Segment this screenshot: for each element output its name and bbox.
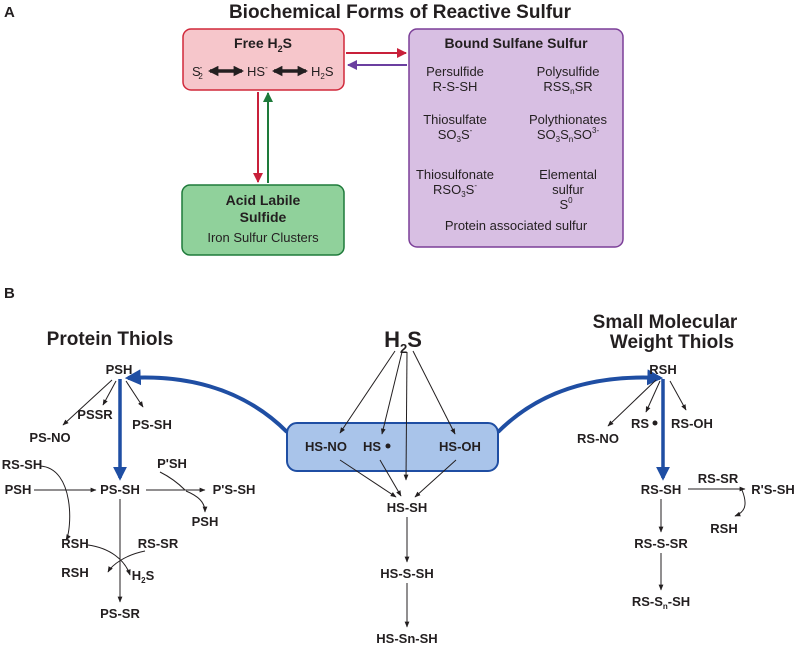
rsh-top: RSH (649, 362, 676, 377)
acid-labile-subtitle: Iron Sulfur Clusters (207, 230, 319, 245)
polythionates-name: Polythionates (529, 112, 608, 127)
h2s-species: H2S (311, 64, 334, 81)
hsno-to-hssh-arrow (339, 459, 397, 498)
small-mol-heading-2: Weight Thiols (610, 332, 734, 353)
h2s-intermediates-box (286, 422, 499, 472)
persulfide-formula: R-S-SH (433, 79, 478, 94)
polythionates-formula: SO3SnSO3- (537, 126, 600, 144)
rsh-2: RSH (61, 565, 88, 580)
small-mol-heading-1: Small Molecular (593, 312, 738, 333)
blue-arrow-to-protein (124, 369, 289, 434)
acid-labile-box (181, 184, 345, 256)
rsh-product-right: RSH (710, 521, 737, 536)
hs-no: HS-NO (305, 439, 347, 454)
h2s-to-hsno-arrow (339, 350, 396, 434)
h2s-heading: H2S (384, 327, 422, 356)
rs-oh: RS-OH (671, 416, 713, 431)
h2s-to-hssh-arrow (403, 351, 409, 481)
blue-arrow-to-small-thiols (496, 369, 664, 434)
rs-no: RS-NO (577, 431, 619, 446)
acid-labile-title-2: Sulfide (240, 209, 287, 225)
p-prime-sh-join (159, 471, 186, 491)
bound-sulfane-box (408, 28, 624, 248)
rsh-1: RSH (61, 536, 88, 551)
p-prime-s-sh: P'S-SH (213, 482, 256, 497)
to-rsh-product-arrow (734, 489, 746, 517)
pssr: PSSR (77, 407, 113, 422)
hsdot-to-hssh-arrow (379, 459, 402, 497)
to-psh-product-arrow (185, 490, 208, 513)
elemental-line2: sulfur (552, 182, 584, 197)
rs-sh-left: RS-SH (2, 457, 42, 472)
arrow-to-rsoh (669, 380, 687, 411)
rs-sh-right: RS-SH (641, 482, 681, 497)
ps-sh-branch: PS-SH (132, 417, 172, 432)
h2s-product-left: H2S (132, 568, 155, 585)
rs-s-sr: RS-S-SR (634, 536, 688, 551)
hsoh-to-hssh-arrow (414, 459, 457, 498)
rs-sr-right: RS-SR (698, 471, 739, 486)
bound-sulfane-title: Bound Sulfane Sulfur (444, 35, 588, 51)
free-h2s-title: Free H2S (234, 35, 292, 54)
panel-a-label: A (4, 4, 15, 21)
elemental-line1: Elemental (539, 167, 597, 182)
acid-labile-title-1: Acid Labile (226, 192, 301, 208)
arrow-to-pssr (102, 380, 117, 406)
hs-oh: HS-OH (439, 439, 481, 454)
hs-ion: HS- (247, 63, 268, 79)
hs-radical: HS (363, 439, 381, 454)
h2s-to-hsdot-arrow (380, 351, 403, 435)
thiosulfonate-formula: RSO3S- (433, 181, 477, 199)
rs-sn-sh: RS-Sn-SH (632, 594, 690, 611)
ps-no: PS-NO (29, 430, 70, 445)
rsh-crossing-arrow (87, 544, 131, 576)
r-prime-s-sh: R'S-SH (751, 482, 795, 497)
arrow-to-psno (62, 379, 113, 426)
polysulfide-name: Polysulfide (537, 64, 600, 79)
rssr-crossing-arrow (107, 550, 146, 573)
psh-product: PSH (192, 514, 219, 529)
rssh-to-rsh-curve (39, 465, 71, 541)
psh-left: PSH (5, 482, 32, 497)
panel-b-label: B (4, 285, 15, 302)
thiosulfate-name: Thiosulfate (423, 112, 487, 127)
polysulfide-formula: RSSnSR (543, 79, 592, 96)
radical-dot-icon (385, 443, 391, 449)
protein-associated-sulfur: Protein associated sulfur (445, 218, 588, 233)
arrow-to-rsno (607, 379, 657, 427)
hs-s-sh: HS-S-SH (380, 566, 433, 581)
ps-sh-center: PS-SH (100, 482, 140, 497)
thiosulfate-formula: SO3S- (438, 126, 473, 144)
protein-thiols-heading: Protein Thiols (47, 329, 174, 350)
ps-sr: PS-SR (100, 606, 140, 621)
h2s-to-hsoh-arrow (412, 350, 456, 435)
rs-sr-left: RS-SR (138, 536, 179, 551)
thiosulfonate-name: Thiosulfonate (416, 167, 494, 182)
rs-radical: RS (631, 416, 649, 431)
panel-a-title: Biochemical Forms of Reactive Sulfur (229, 2, 572, 23)
persulfide-name: Persulfide (426, 64, 484, 79)
psh-top: PSH (106, 362, 133, 377)
p-prime-sh: P'SH (157, 456, 187, 471)
elemental-formula: S0 (559, 196, 573, 212)
s2-ion: S-2 (192, 63, 203, 81)
arrow-to-rsdot (645, 380, 661, 413)
rs-radical-dot-icon (652, 420, 658, 426)
arrow-to-pssh-branch (125, 380, 144, 408)
hs-sn-sh: HS-Sn-SH (376, 631, 437, 646)
hs-sh: HS-SH (387, 500, 427, 515)
